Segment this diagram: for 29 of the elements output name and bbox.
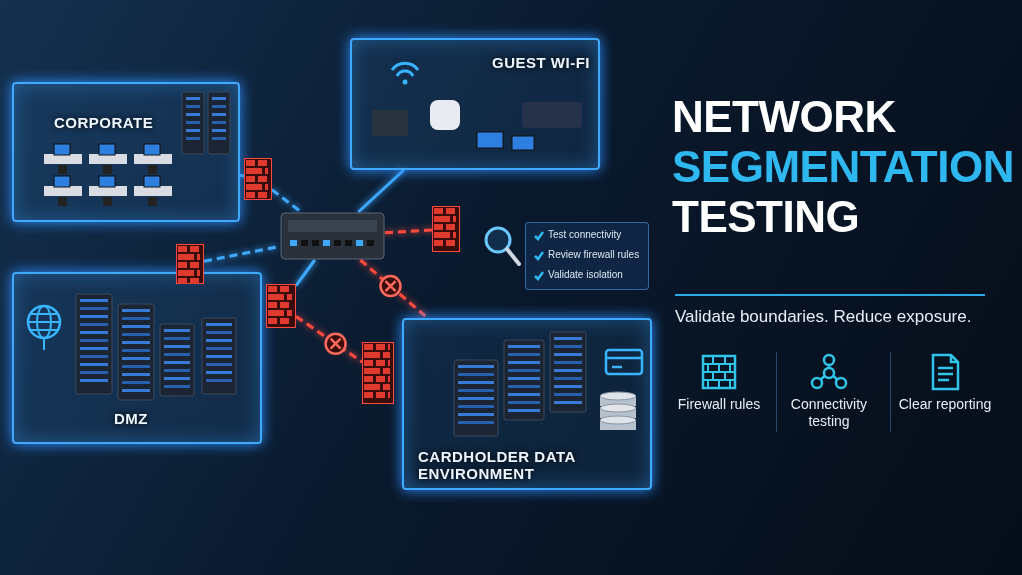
dmz-zone xyxy=(12,272,262,444)
feature-label: Firewall rules xyxy=(676,396,762,413)
connector-line xyxy=(271,188,302,214)
connector-line xyxy=(294,259,316,287)
firewall-icon xyxy=(432,206,460,252)
zone-label: DMZ xyxy=(114,410,148,427)
title: NETWORK SEGMENTATION TESTING xyxy=(672,92,1015,242)
zone-label: GUEST WI-FI xyxy=(492,54,590,71)
checklist-item: Review firewall rules xyxy=(548,249,640,260)
zone-label: CORPORATE xyxy=(54,114,154,131)
feature-label: Connectivity testing xyxy=(789,396,869,430)
cardholder-data-zone xyxy=(402,318,652,490)
connector-line xyxy=(384,228,433,235)
connector-line xyxy=(295,315,363,364)
tagline: Validate boundaries. Reduce exposure. xyxy=(675,307,972,327)
firewall-icon xyxy=(362,342,394,404)
guest-wifi-zone xyxy=(350,38,600,170)
connector-line xyxy=(359,258,429,320)
connector-line xyxy=(357,168,405,214)
zone-label: CARDHOLDER DATA ENVIRONMENT xyxy=(418,448,577,482)
firewall-icon xyxy=(176,244,204,284)
network-switch-icon xyxy=(280,212,385,260)
checklist-item: Test connectivity xyxy=(548,229,622,240)
connector-line xyxy=(239,173,245,178)
checklist-item: Validate isolation xyxy=(548,269,623,280)
corporate-zone xyxy=(12,82,240,222)
feature-label: Clear reporting xyxy=(897,396,993,413)
firewall-icon xyxy=(244,158,272,200)
firewall-icon xyxy=(266,284,296,328)
